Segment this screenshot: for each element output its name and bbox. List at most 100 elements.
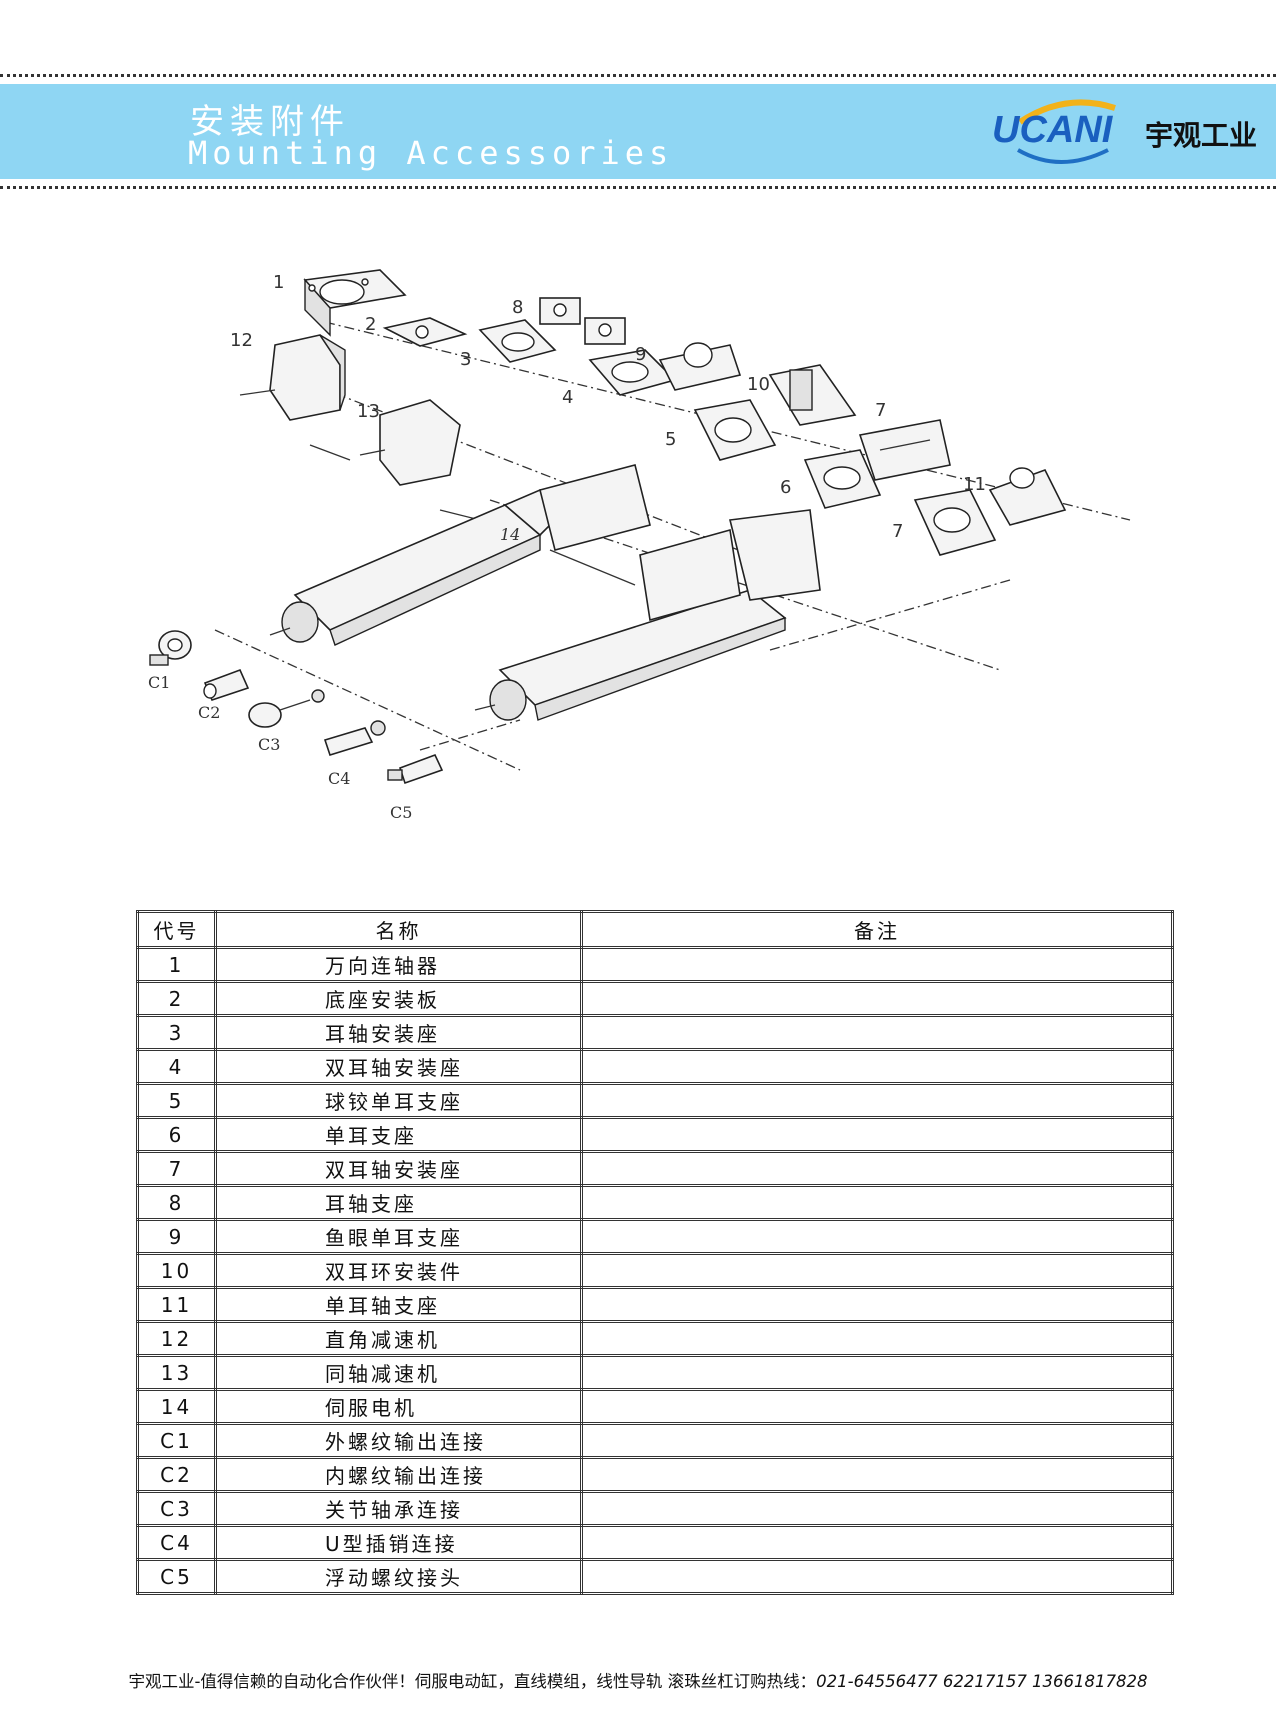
page-title-en: Mounting Accessories: [188, 134, 674, 172]
row-code: 14: [136, 1388, 217, 1425]
diagram-label-6: 6: [780, 477, 791, 498]
exploded-parts-diagram: 1 2 3 4 5 6 7 7 8 9 10 11 12 13 14 C1 C2…: [130, 250, 1190, 890]
part-6-single-ear-support: [803, 449, 882, 509]
logo-arc-orange: [1018, 99, 1116, 125]
row-code: 10: [136, 1252, 217, 1289]
connector-c3: [248, 689, 325, 728]
row-note: [580, 1422, 1174, 1459]
leader-line-connectors: [214, 629, 521, 771]
brand-logo: UCANI 宇观工业: [990, 92, 1270, 172]
connector-c1: [149, 630, 192, 666]
row-name: 底座安装板: [214, 980, 583, 1017]
part-12-right-angle-gearbox: [239, 334, 346, 421]
diagram-label-10: 10: [747, 374, 770, 395]
row-note: [580, 1320, 1174, 1357]
row-name: 浮动螺纹接头: [214, 1558, 583, 1595]
header-code: 代号: [136, 910, 217, 949]
row-code: 4: [136, 1048, 217, 1085]
row-name: 双耳轴安装座: [214, 1150, 583, 1187]
row-name: 直角减速机: [214, 1320, 583, 1357]
row-code: C5: [136, 1558, 217, 1595]
row-note: [580, 1184, 1174, 1221]
row-note: [580, 1014, 1174, 1051]
diagram-label-c3: C3: [258, 735, 280, 754]
diagram-label-7a: 7: [875, 400, 886, 421]
part-4-double-ear-mount: [588, 349, 677, 396]
leader-line-right: [769, 579, 1011, 651]
diagram-label-12: 12: [230, 330, 253, 351]
leader-line-motor: [549, 549, 636, 586]
row-name: 球铰单耳支座: [214, 1082, 583, 1119]
row-note: [580, 946, 1174, 983]
row-code: C1: [136, 1422, 217, 1459]
row-code: 13: [136, 1354, 217, 1391]
table-header-row: 代号 名称 备注: [136, 910, 1174, 949]
header-name: 名称: [214, 910, 583, 949]
diagram-label-2: 2: [365, 314, 376, 335]
diagram-label-14: 14: [500, 525, 520, 544]
row-code: 6: [136, 1116, 217, 1153]
diagram-label-8: 8: [512, 297, 523, 318]
row-note: [580, 1388, 1174, 1425]
diagram-label-11: 11: [963, 474, 986, 495]
brand-name-cn: 宇观工业: [1145, 119, 1258, 152]
row-name: 万向连轴器: [214, 946, 583, 983]
row-code: 11: [136, 1286, 217, 1323]
part-5-ball-joint-support: [693, 399, 777, 461]
footer-text: 宇观工业-值得信赖的自动化合作伙伴！伺服电动缸，直线模组，线性导轨 滚珠丝杠订购…: [128, 1672, 817, 1691]
connector-c2: [203, 668, 250, 701]
row-code: C3: [136, 1490, 217, 1527]
footer-phones: 021-64556477 62217157 13661817828: [816, 1672, 1148, 1691]
connector-c4: [323, 720, 386, 756]
leader-line-gearbox: [309, 444, 351, 461]
row-note: [580, 1524, 1174, 1561]
part-3-trunnion-mount: [478, 319, 557, 363]
diagram-label-c1: C1: [148, 673, 170, 692]
diagram-svg: 1 2 3 4 5 6 7 7 8 9 10 11 12 13 14 C1 C2…: [148, 269, 1131, 822]
part-1-universal-coupling: [303, 269, 407, 337]
row-code: 5: [136, 1082, 217, 1119]
row-note: [580, 980, 1174, 1017]
part-13-coaxial-gearbox: [359, 399, 461, 486]
row-note: [580, 1082, 1174, 1119]
diagram-label-c5: C5: [390, 803, 412, 822]
row-code: 1: [136, 946, 217, 983]
part-7-double-ear-mount-b: [913, 489, 997, 556]
diagram-label-3: 3: [460, 349, 471, 370]
row-name: 关节轴承连接: [214, 1490, 583, 1527]
part-7-double-ear-mount-a: [858, 419, 951, 481]
row-note: [580, 1354, 1174, 1391]
row-name: 耳轴支座: [214, 1184, 583, 1221]
row-code: C2: [136, 1456, 217, 1493]
top-dotted-rule: [0, 74, 1276, 77]
row-note: [580, 1252, 1174, 1289]
leader-line-connectors-2: [419, 719, 521, 751]
row-code: 3: [136, 1014, 217, 1051]
row-name: 双耳轴安装座: [214, 1048, 583, 1085]
diagram-label-13: 13: [357, 401, 380, 422]
row-note: [580, 1048, 1174, 1085]
row-code: 2: [136, 980, 217, 1017]
row-note: [580, 1150, 1174, 1187]
row-note: [580, 1456, 1174, 1493]
part-9-fisheye-support: [658, 342, 742, 391]
row-note: [580, 1490, 1174, 1527]
bottom-dotted-rule: [0, 186, 1276, 189]
row-name: 内螺纹输出连接: [214, 1456, 583, 1493]
row-name: 同轴减速机: [214, 1354, 583, 1391]
diagram-label-9: 9: [635, 344, 646, 365]
logo-wordmark: UCANI: [992, 109, 1114, 151]
row-name: 耳轴安装座: [214, 1014, 583, 1051]
